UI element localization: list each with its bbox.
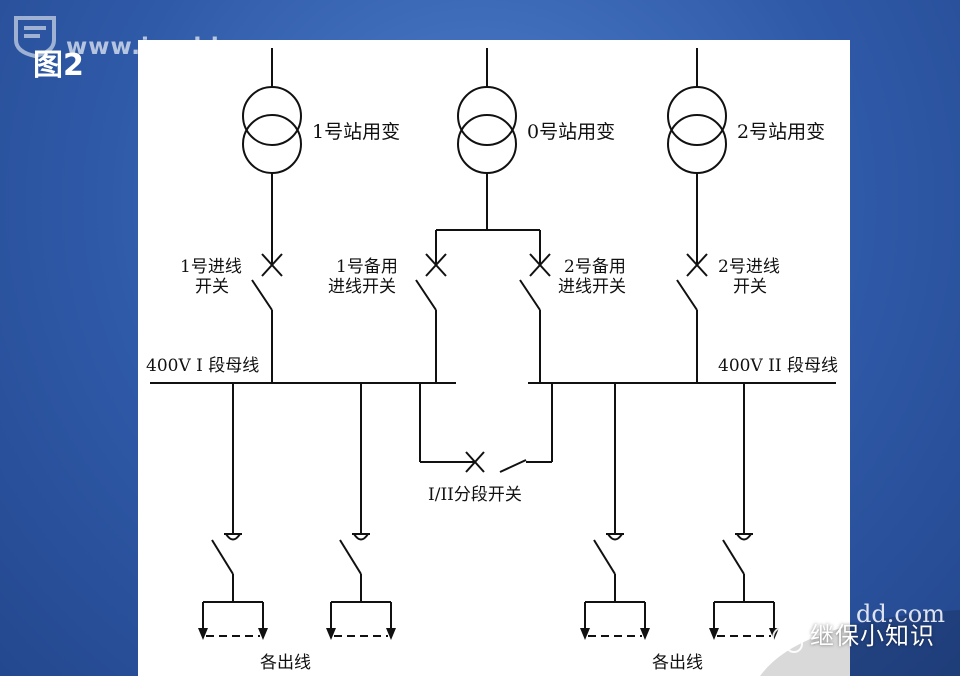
t1-winding-top (242, 86, 302, 146)
corner-watermark-text: 继保小知识 (810, 622, 935, 650)
in1-label-1: 1号进线 (180, 257, 242, 277)
f4-ground-cap (736, 533, 752, 541)
outgoing-right-label: 各出线 (652, 653, 703, 673)
bus2-label: 400V II 段母线 (718, 356, 838, 376)
sp1-label-2: 进线开关 (328, 277, 396, 297)
f2-arrow-left (326, 628, 336, 640)
sp2-blade (519, 279, 541, 311)
figure-label: 图2 (33, 48, 84, 83)
in2-label-1: 2号进线 (718, 257, 780, 277)
single-line-diagram: 1号站用变 0号站用变 2号站用变 1号进线 开关 1号备用 进线开关 2号备用… (146, 48, 838, 673)
corner-watermark-bg (760, 610, 960, 676)
t0-label: 0号站用变 (527, 121, 615, 143)
sp2-label-1: 2号备用 (564, 257, 626, 277)
f4-blade (722, 539, 745, 575)
site-logo-icon (14, 16, 56, 58)
in2-cross-b (686, 253, 708, 277)
f2-ground-cap (353, 533, 369, 541)
in2-label-2: 开关 (733, 277, 767, 297)
f3-ground-cap (607, 533, 623, 541)
in1-cross-b (261, 253, 283, 277)
tie-label: I/II分段开关 (428, 485, 522, 505)
bus1-label: 400V I 段母线 (146, 356, 259, 376)
f1-arrow-right (258, 628, 268, 640)
in1-label-2: 开关 (195, 277, 229, 297)
t2-winding-top (667, 86, 727, 146)
corner-watermark-site: dd.com (856, 600, 946, 628)
f1-ground-cap (225, 533, 241, 541)
f1-blade (211, 539, 234, 575)
sp2-label-2: 进线开关 (558, 277, 626, 297)
f3-arrow-right (640, 628, 650, 640)
wechat-icon (772, 626, 796, 650)
t0-winding-top (457, 86, 517, 146)
sp1-cross-b (425, 253, 447, 277)
in1-blade (251, 279, 273, 311)
tie-cross-b (465, 451, 485, 473)
sp1-blade (415, 279, 437, 311)
sp2-cross-b (529, 253, 551, 277)
t1-label: 1号站用变 (312, 121, 400, 143)
f3-blade (593, 539, 616, 575)
f2-arrow-right (386, 628, 396, 640)
sp1-label-1: 1号备用 (336, 257, 398, 277)
f1-arrow-left (198, 628, 208, 640)
in2-blade (676, 279, 698, 311)
diagram-panel: 1号站用变 0号站用变 2号站用变 1号进线 开关 1号备用 进线开关 2号备用… (138, 40, 850, 676)
f2-blade (339, 539, 362, 575)
tie-blade (499, 459, 527, 473)
f3-arrow-left (580, 628, 590, 640)
t2-label: 2号站用变 (737, 121, 825, 143)
f4-arrow-left (709, 628, 719, 640)
outgoing-left-label: 各出线 (260, 653, 311, 673)
